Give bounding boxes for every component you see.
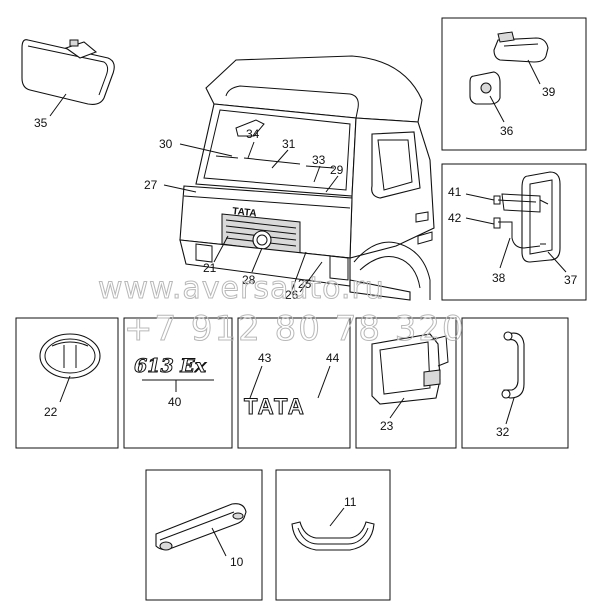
leader-34: [247, 141, 255, 159]
box-40: [123, 317, 233, 449]
leader-31: [271, 149, 289, 169]
leader-42: [465, 217, 495, 225]
leader-37: [547, 251, 567, 273]
callout-31: 31: [282, 137, 296, 151]
box-39-36: [441, 17, 587, 151]
grab-handle-part: [501, 331, 525, 399]
brand-word: TATA: [244, 394, 306, 419]
callout-21: 21: [203, 261, 217, 275]
leader-10: [211, 527, 227, 557]
leader-28: [251, 247, 263, 273]
leader-44: [317, 365, 331, 399]
callout-37: 37: [564, 273, 578, 287]
callout-41: 41: [448, 185, 462, 199]
callout-22: 22: [44, 405, 58, 419]
callout-34: 34: [246, 127, 260, 141]
callout-23: 23: [380, 419, 394, 433]
leader-27: [163, 184, 197, 193]
cab-body-part: TATA: [179, 55, 435, 301]
tray-part: [291, 521, 375, 551]
callout-28: 28: [242, 273, 256, 287]
leader-43: [249, 365, 263, 399]
callout-29: 29: [330, 163, 344, 177]
leader-32: [505, 397, 515, 425]
leader-29: [325, 175, 339, 193]
callout-40: 40: [168, 395, 182, 409]
callout-38: 38: [492, 271, 506, 285]
leader-39: [527, 59, 541, 85]
box-43-44: [237, 317, 351, 449]
callout-35: 35: [34, 116, 48, 130]
box-23: [355, 317, 457, 449]
callout-42: 42: [448, 211, 462, 225]
emblem-part: [39, 333, 101, 379]
lamp-housing-part: [371, 333, 449, 405]
callout-11: 11: [344, 495, 357, 509]
watermark-site: www.aversauto.ru: [98, 271, 385, 306]
door-handle-part: [155, 503, 247, 551]
callout-30: 30: [159, 137, 173, 151]
side-mirror-part: [493, 171, 561, 263]
box-10: [145, 469, 263, 601]
callout-10: 10: [230, 555, 244, 569]
callout-44: 44: [326, 351, 340, 365]
cab-grille-word: TATA: [232, 206, 257, 219]
leader-22: [59, 375, 71, 403]
leader-33: [313, 165, 321, 183]
leader-26: [291, 251, 307, 291]
callout-26: 26: [285, 288, 299, 302]
leader-30: [179, 143, 233, 157]
visor-lamp-part: [493, 31, 549, 63]
interior-mirror-part: [21, 39, 115, 105]
leader-35: [49, 93, 67, 117]
watermark-phone: +7 912 80 78 320: [124, 309, 466, 349]
callout-27: 27: [144, 178, 158, 192]
callout-25: 25: [298, 277, 312, 291]
callout-36: 36: [500, 124, 514, 138]
box-22: [15, 317, 119, 449]
callout-39: 39: [542, 85, 556, 99]
switch-part: [469, 71, 501, 105]
callout-43: 43: [258, 351, 272, 365]
leader-38: [499, 237, 511, 269]
leader-11: [329, 507, 345, 527]
leader-36: [489, 95, 505, 123]
leader-21: [213, 235, 229, 263]
model-badge: 613 Ex: [134, 355, 207, 377]
callout-33: 33: [312, 153, 326, 167]
leader-25: [299, 261, 323, 293]
box-32: [461, 317, 569, 449]
box-mirror: [441, 163, 587, 301]
box-11: [275, 469, 391, 601]
leader-23: [389, 397, 405, 419]
callout-32: 32: [496, 425, 510, 439]
leader-41: [465, 193, 495, 201]
